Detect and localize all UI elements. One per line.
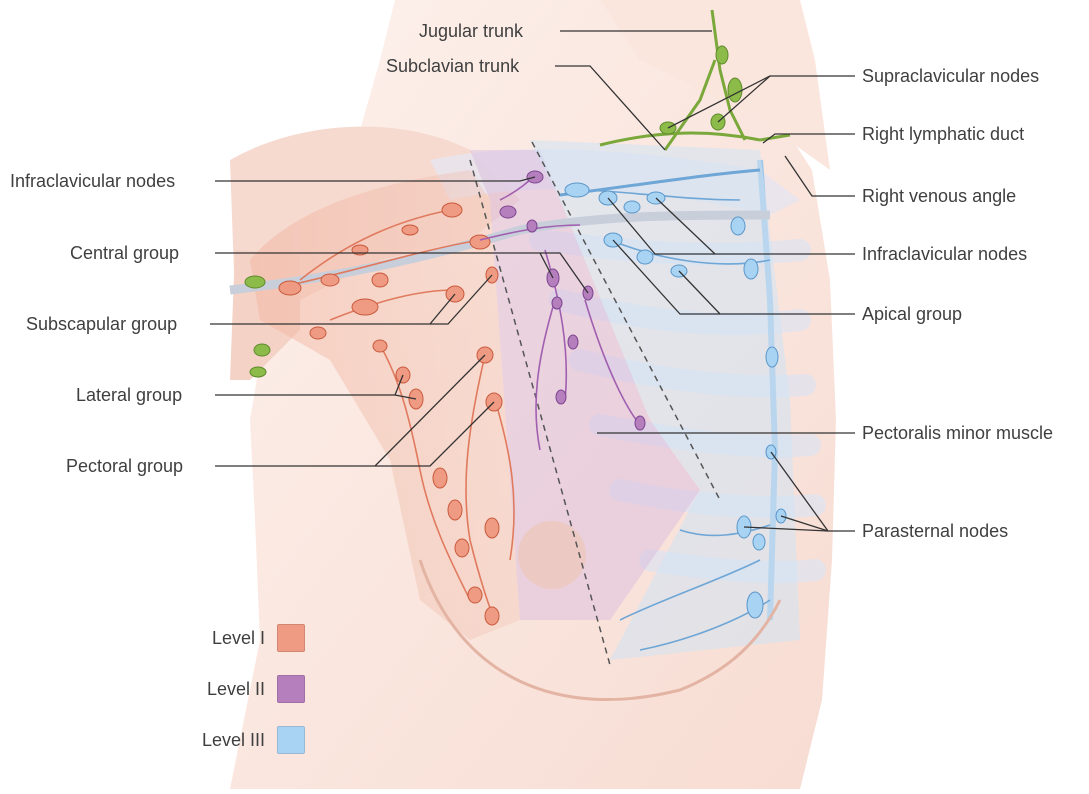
legend-item-level-iii: Level III — [190, 726, 305, 754]
leader-subclavian-trunk — [555, 66, 665, 150]
legend-label: Level I — [190, 628, 265, 649]
leader-supraclavicular-1 — [718, 76, 855, 122]
leader-supraclavicular-2 — [668, 76, 770, 128]
leader-central-group-1 — [215, 253, 553, 278]
leader-infraclavicular-right-1 — [656, 198, 855, 254]
label-supraclavicular-nodes: Supraclavicular nodes — [862, 65, 1039, 87]
label-infraclavicular-nodes-right: Infraclavicular nodes — [862, 243, 1027, 265]
leader-subscapular-1 — [210, 294, 455, 324]
leader-infraclavicular-left — [215, 177, 535, 181]
label-pectoral-group: Pectoral group — [66, 455, 183, 477]
leader-lateral-group-1 — [215, 375, 403, 395]
label-central-group: Central group — [70, 242, 179, 264]
label-subclavian-trunk: Subclavian trunk — [386, 55, 519, 77]
legend-swatch-level-iii — [277, 726, 305, 754]
legend-item-level-i: Level I — [190, 624, 305, 652]
leader-pectoral-group-2 — [375, 402, 494, 466]
leader-pectoral-group-1 — [215, 355, 485, 466]
leader-right-lymphatic-duct — [763, 134, 855, 143]
label-lateral-group: Lateral group — [76, 384, 182, 406]
label-subscapular-group: Subscapular group — [26, 313, 177, 335]
leader-parasternal-1 — [771, 452, 855, 531]
legend-item-level-ii: Level II — [190, 675, 305, 703]
label-jugular-trunk: Jugular trunk — [419, 20, 523, 42]
legend-label: Level III — [190, 730, 265, 751]
label-right-venous-angle: Right venous angle — [862, 185, 1016, 207]
leader-central-group-2 — [540, 253, 588, 293]
leader-infraclavicular-right-2 — [608, 198, 715, 254]
label-apical-group: Apical group — [862, 303, 962, 325]
leader-apical-1 — [679, 271, 855, 314]
legend-label: Level II — [190, 679, 265, 700]
label-parasternal-nodes: Parasternal nodes — [862, 520, 1008, 542]
label-infraclavicular-nodes-left: Infraclavicular nodes — [10, 170, 175, 192]
legend-swatch-level-ii — [277, 675, 305, 703]
leader-right-venous-angle — [785, 156, 855, 196]
leader-subscapular-2 — [430, 275, 492, 324]
leader-lateral-group-2 — [395, 395, 416, 399]
leader-apical-2 — [613, 240, 720, 314]
label-pectoralis-minor-muscle: Pectoralis minor muscle — [862, 422, 1053, 444]
label-right-lymphatic-duct: Right lymphatic duct — [862, 123, 1024, 145]
legend-swatch-level-i — [277, 624, 305, 652]
